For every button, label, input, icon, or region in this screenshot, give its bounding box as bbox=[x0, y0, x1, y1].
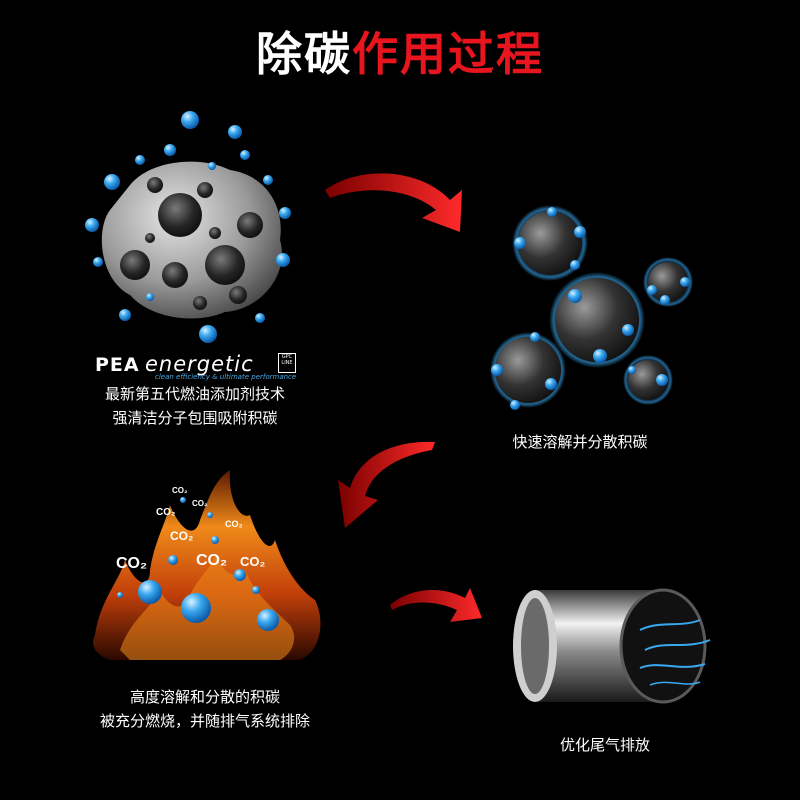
co2-label: CO₂ bbox=[196, 552, 227, 569]
co2-label: CO₂ bbox=[225, 519, 243, 529]
flame-icon: CO₂ CO₂ CO₂ CO₂ CO₂ CO₂ CO₂ CO₂ bbox=[93, 470, 320, 660]
carbon-deposit-icon bbox=[102, 162, 282, 319]
step1-caption: 最新第五代燃油添加剂技术 强清洁分子包围吸附积碳 bbox=[60, 382, 330, 430]
brand-logo: PEA energetic clean efficiency & ultimat… bbox=[95, 352, 305, 386]
step3-line1: 高度溶解和分散的积碳 bbox=[60, 685, 350, 709]
step1-line2: 强清洁分子包围吸附积碳 bbox=[60, 406, 330, 430]
arrow-icon bbox=[325, 173, 462, 232]
co2-label: CO₂ bbox=[170, 529, 193, 543]
brand-badge: GPC LINE bbox=[278, 353, 296, 373]
brand-prefix: PEA bbox=[95, 354, 140, 376]
co2-label: CO₂ bbox=[192, 499, 208, 508]
dispersed-carbon-icon bbox=[490, 205, 693, 410]
exhaust-pipe-icon bbox=[513, 590, 710, 702]
arrow-icon bbox=[390, 588, 482, 622]
step2-caption: 快速溶解并分散积碳 bbox=[470, 430, 690, 454]
step4-caption: 优化尾气排放 bbox=[520, 733, 690, 757]
step1-line1: 最新第五代燃油添加剂技术 bbox=[60, 382, 330, 406]
co2-label: CO₂ bbox=[116, 555, 147, 572]
step3-caption: 高度溶解和分散的积碳 被充分燃烧，并随排气系统排除 bbox=[60, 685, 350, 733]
co2-label: CO₂ bbox=[172, 486, 188, 495]
step3-line2: 被充分燃烧，并随排气系统排除 bbox=[60, 709, 350, 733]
co2-label: CO₂ bbox=[156, 507, 175, 518]
brand-tagline: clean efficiency & ultimate performance bbox=[155, 373, 296, 381]
co2-label: CO₂ bbox=[240, 554, 266, 569]
arrow-icon bbox=[338, 442, 435, 528]
